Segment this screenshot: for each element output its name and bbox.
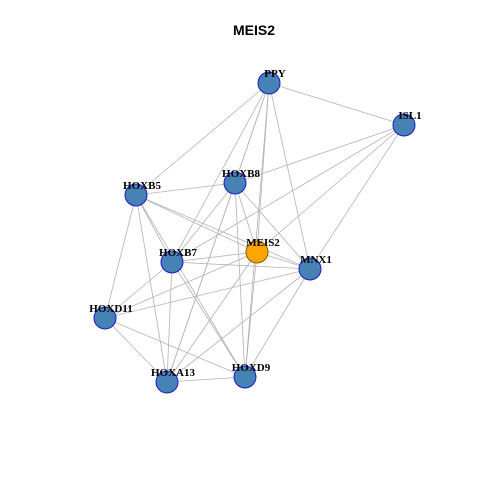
edges-layer [104, 82, 405, 383]
edge-hoxb5-hoxd9 [135, 194, 246, 378]
node-hoxa13[interactable] [155, 370, 179, 394]
edge-ppy-hoxb7 [171, 82, 270, 263]
edge-meis2-hoxa13 [166, 251, 258, 383]
edge-hoxb8-hoxd9 [234, 182, 246, 378]
node-label-hoxa13: HOXA13 [151, 367, 196, 379]
node-label-hoxb5: HOXB5 [123, 180, 161, 192]
edge-mnx1-hoxd9 [244, 268, 311, 378]
edge-hoxb5-hoxd11 [104, 194, 137, 319]
graph-title: MEIS2 [233, 22, 275, 38]
edge-hoxb5-mnx1 [135, 194, 311, 270]
edge-hoxb7-hoxa13 [166, 261, 173, 383]
edge-hoxa13-hoxd9 [166, 376, 246, 383]
edge-ppy-hoxd9 [244, 82, 270, 378]
edge-isl1-hoxb7 [171, 124, 405, 263]
edge-hoxb8-meis2 [234, 182, 258, 253]
edge-meis2-hoxd9 [244, 251, 258, 378]
edge-hoxd11-hoxd9 [104, 317, 246, 378]
edge-mnx1-hoxd11 [104, 268, 311, 319]
edge-hoxb5-hoxb7 [135, 194, 173, 263]
node-label-isl1: ISL1 [398, 110, 421, 122]
edge-ppy-isl1 [268, 82, 405, 126]
edge-mnx1-hoxa13 [166, 268, 311, 383]
node-label-hoxd11: HOXD11 [89, 303, 132, 315]
node-isl1[interactable] [392, 113, 416, 137]
edge-hoxb8-mnx1 [234, 182, 311, 270]
edge-hoxb5-meis2 [135, 194, 258, 253]
edge-isl1-hoxb8 [234, 124, 405, 184]
node-hoxb7[interactable] [160, 250, 184, 274]
edge-hoxb8-hoxb7 [171, 182, 236, 263]
node-label-hoxb8: HOXB8 [222, 168, 260, 180]
node-ppy[interactable] [257, 71, 281, 95]
labels-layer: PPY ISL1HOXB8HOXB5MEIS2HOXB7MNX1HOXD11HOX… [89, 68, 421, 379]
node-label-mnx1: MNX1 [300, 254, 332, 266]
edge-meis2-hoxd11 [104, 251, 258, 319]
edge-ppy-hoxb5 [135, 82, 270, 196]
node-label-ppy: PPY [264, 68, 285, 80]
edge-hoxb8-hoxb5 [135, 182, 236, 196]
edge-hoxb7-mnx1 [171, 261, 311, 270]
node-meis2[interactable] [245, 240, 269, 264]
node-label-hoxb7: HOXB7 [159, 247, 197, 259]
edge-hoxd11-hoxa13 [104, 317, 168, 383]
node-mnx1[interactable] [298, 257, 322, 281]
edge-hoxb5-hoxa13 [135, 194, 168, 383]
node-label-hoxd9: HOXD9 [232, 362, 271, 374]
edge-isl1-mnx1 [309, 124, 405, 270]
edge-hoxb7-meis2 [171, 251, 258, 263]
edge-isl1-meis2 [256, 124, 405, 253]
edge-ppy-mnx1 [268, 82, 311, 270]
node-hoxb8[interactable] [223, 171, 247, 195]
nodes-layer [93, 71, 416, 394]
edge-hoxb7-hoxd11 [104, 261, 173, 319]
node-label-meis2: MEIS2 [246, 237, 280, 249]
node-hoxd11[interactable] [93, 306, 117, 330]
edge-hoxb7-hoxd9 [171, 261, 246, 378]
node-hoxd9[interactable] [233, 365, 257, 389]
node-hoxb5[interactable] [124, 183, 148, 207]
